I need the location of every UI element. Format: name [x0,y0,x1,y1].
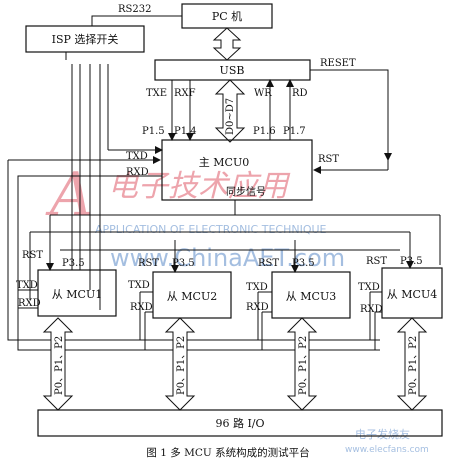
reset-line [310,69,392,161]
watermark-url2: 电子发烧友 [355,427,410,441]
mcu0-txd-label: TXD [126,151,148,162]
mcu1-ports-label: P0、P1、P2 [54,336,65,395]
watermark-letter-a: A [45,160,93,230]
reset-label: RESET [320,58,356,69]
mcu4-p35-label: P3.5 [400,256,423,267]
rs232-label: RS232 [118,4,151,15]
watermark-url3: www.elecfans.com [345,445,429,455]
mcu4-label: 从 MCU4 [387,288,437,301]
p14-label: P1.4 [174,126,197,137]
p15-label: P1.5 [142,126,165,137]
isp-switch-block [25,25,145,53]
mcu2-rst-label: RST [138,258,159,269]
isp-switch-label: ISP 选择开关 [52,32,119,46]
rxf-label: RXF [174,88,196,99]
txe-label: TXE [146,88,167,99]
pc-label: PC 机 [212,9,242,23]
mcu0-rxd-line [17,175,162,351]
mcu3-ports-label: P0、P1、P2 [298,336,309,395]
pc-usb-bus-arrow [212,27,242,61]
figure-caption: 图 1 多 MCU 系统构成的测试平台 [146,446,309,459]
mcu1-txd-label: TXD [16,280,38,291]
mcu3-block [271,271,351,319]
watermark-url: www.ChinaAET.com [110,244,345,272]
mcu4-ports-label: P0、P1、P2 [408,336,419,395]
mcu0-label: 主 MCU0 [199,156,249,169]
mcu0-rxd-label: RXD [126,167,149,178]
rs232-line [91,15,182,26]
mcu3-rxd-label: RXD [246,302,269,313]
mcu2-rxd-label: RXD [130,302,153,313]
rd-label: RD [292,88,308,99]
mcu1-p35-label: P3.5 [62,258,85,269]
data-bus-label: D0~D7 [225,98,236,135]
mcu1-rxd-label: RXD [18,298,41,309]
mcu4-rst-label: RST [366,256,387,267]
watermark-en: APPLICATION OF ELECTRONIC TECHNIQUE [95,223,327,236]
io-label: 96 路 I/O [215,417,264,430]
sync-label: 同步信号 [226,186,266,198]
data-bus-arrow [214,79,246,143]
watermark: 电子技术应用 A APPLICATION OF ELECTRONIC TECHN… [45,160,429,455]
mcu2-block [152,271,232,319]
mcu2-ports-label: P0、P1、P2 [176,336,187,395]
watermark-cn: 电子技术应用 [108,169,291,204]
p16-label: P1.6 [253,126,276,137]
slave-serial-bus [18,289,382,351]
mcu1-block [37,269,117,317]
mcu2-p35-label: P3.5 [172,258,195,269]
mcu2-label: 从 MCU2 [167,290,217,303]
mcu3-txd-label: TXD [246,282,268,293]
p35-lines [46,240,414,273]
mcu1-label: 从 MCU1 [52,288,102,301]
mcu4-txd-label: TXD [358,282,380,293]
wr-label: WR [254,88,272,99]
mcu0-rst-label: RST [318,154,339,165]
mcu3-label: 从 MCU3 [286,290,336,303]
mcu1-rst-label: RST [22,250,43,261]
mcu0-txd-line [7,160,118,341]
io-block [37,409,443,437]
usb-label: USB [220,64,245,77]
p17-label: P1.7 [283,126,306,137]
mcu2-txd-label: TXD [128,280,150,291]
mcu4-rxd-label: RXD [360,304,383,315]
mcu0-block [161,139,313,201]
mcu3-rst-label: RST [258,258,279,269]
isp-lines [65,52,163,310]
mcu3-p35-label: P3.5 [292,258,315,269]
